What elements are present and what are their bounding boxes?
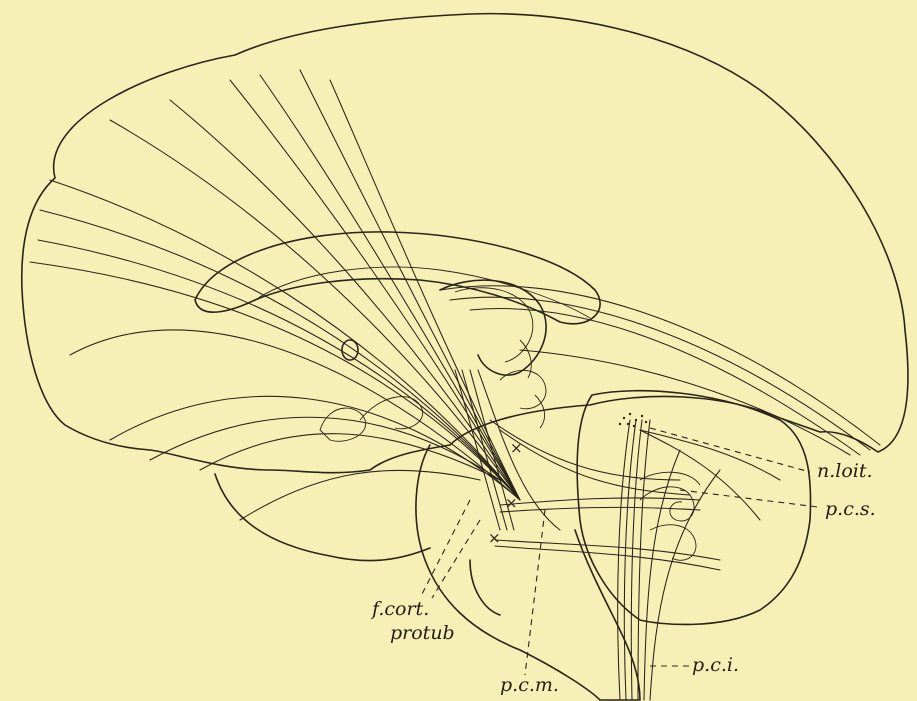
label-protub: protub: [390, 624, 455, 643]
label-p-c-m: p.c.m.: [500, 676, 559, 695]
dentate-nucleus-dots: [619, 413, 647, 427]
label-n-loit: n.loit.: [817, 462, 873, 481]
pons-bulge: [470, 560, 500, 615]
projection-fibers: [30, 70, 520, 520]
cross-mark-2: ×: [505, 494, 518, 512]
cross-mark-1: ×: [510, 439, 523, 457]
temporal-lobe-outline: [215, 474, 430, 561]
thalamus-loop-inner: [455, 288, 533, 362]
aqueduct: [520, 340, 545, 428]
label-f-cort: f.cort.: [372, 600, 429, 619]
cross-mark-3: ×: [488, 529, 501, 547]
label-p-c-s: p.c.s.: [825, 500, 876, 519]
brainstem-outline: [416, 445, 640, 700]
corpus-callosum: [195, 232, 600, 324]
optic-region: [320, 408, 366, 441]
label-p-c-i: p.c.i.: [692, 656, 739, 675]
midbrain-tectum: [500, 370, 546, 408]
leader-p-c-m: [525, 510, 545, 675]
leader-f-cort-2: [432, 520, 480, 598]
